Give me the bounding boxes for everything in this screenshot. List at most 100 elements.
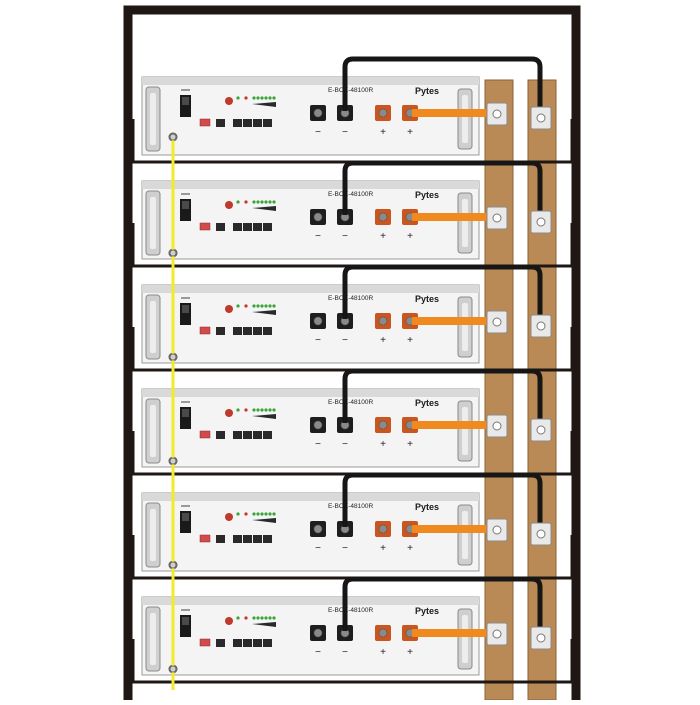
terminal-polarity-label: − [315,439,321,450]
terminal-polarity-label: − [315,335,321,346]
cabinet-frame [123,5,581,700]
dip-switch-icon [199,430,211,439]
terminal-bolt [378,316,388,326]
rack-handle-grip [462,303,468,351]
ground-connection-point [169,249,177,257]
switch-lever [182,305,189,313]
soc-wedge-icon [252,414,276,419]
switch-label-mark [181,89,190,91]
module-brand-label: Pytes [415,502,439,512]
busbar-lug-bolt [536,633,546,643]
switch-lever [182,97,189,105]
status-led-icon [252,304,256,308]
terminal-polarity-label: + [407,543,413,554]
busbar-lug-bolt [492,629,502,639]
status-led-icon [236,408,240,412]
busbar-negative [484,79,514,701]
busbar-lug-bolt [536,113,546,123]
negative-cable [342,160,543,215]
terminal-polarity-label: + [380,439,386,450]
reset-button-icon [225,305,233,313]
positive-link-bar [412,317,496,325]
rack-handle-grip [150,197,156,249]
module-model-label: E-BOX-48100R [328,399,373,406]
busbar-lug-bolt [492,213,502,223]
switch-lever [182,201,189,209]
ground-connection-point [169,457,177,465]
rj45-port-icon [233,327,242,335]
module-model-label: E-BOX-48100R [328,87,373,94]
status-led-icon [272,200,276,204]
module-top-strip [142,285,479,293]
status-led-icon [244,408,248,412]
status-led-icon [272,408,276,412]
switch-lever [182,513,189,521]
status-led-icon [256,200,260,204]
rack-handle-grip [462,95,468,143]
reset-button-icon [225,201,233,209]
soc-wedge-icon [252,206,276,211]
module-model-label: E-BOX-48100R [328,295,373,302]
status-led-icon [268,512,272,516]
status-led-icon [256,512,260,516]
rj45-port-icon [243,535,252,543]
module-model-label: E-BOX-48100R [328,503,373,510]
rack-handle-grip [462,615,468,663]
rack-handle-grip [462,511,468,559]
rj45-port-icon [233,431,242,439]
terminal-polarity-label: − [342,127,348,138]
soc-wedge-icon [252,518,276,523]
module-model-label: E-BOX-48100R [328,607,373,614]
terminal-bolt [378,524,388,534]
switch-lever [182,617,189,625]
busbar-lug-bolt [536,529,546,539]
status-led-icon [260,304,264,308]
rj45-port-icon [243,327,252,335]
power-switch-icon [180,303,191,325]
rack-handle-grip [150,509,156,561]
rj45-port-icon [216,431,225,439]
switch-label-mark [181,505,190,507]
module-brand-label: Pytes [415,294,439,304]
module-top-strip [142,77,479,85]
ground-connection-point [169,665,177,673]
status-led-icon [244,304,248,308]
rj45-port-icon [233,223,242,231]
rack-handle-grip [462,407,468,455]
rj45-port-icon [243,119,252,127]
status-led-icon [256,616,260,620]
terminal-bolt [378,108,388,118]
rj45-port-icon [263,535,272,543]
terminal-bolt [313,420,323,430]
status-led-icon [260,616,264,620]
status-led-icon [236,200,240,204]
terminal-bolt [313,212,323,222]
status-led-icon [268,96,272,100]
rj45-port-icon [263,327,272,335]
module-top-strip [142,181,479,189]
terminal-polarity-label: + [380,647,386,658]
terminal-bolt [313,628,323,638]
reset-button-icon [225,513,233,521]
terminal-polarity-label: − [342,647,348,658]
soc-wedge-icon [252,102,276,107]
rack-handle-grip [150,405,156,457]
positive-link-bar [412,629,496,637]
rack-handle-grip [150,301,156,353]
dip-switch-icon [199,222,211,231]
status-led-icon [252,408,256,412]
module-brand-label: Pytes [415,190,439,200]
busbar-lug-bolt [492,109,502,119]
rack-handle-grip [150,93,156,145]
terminal-polarity-label: − [342,231,348,242]
terminal-polarity-label: + [380,543,386,554]
rj45-port-icon [216,327,225,335]
status-led-icon [244,200,248,204]
rj45-port-icon [253,639,262,647]
rj45-port-icon [263,119,272,127]
terminal-polarity-label: + [407,231,413,242]
status-led-icon [236,512,240,516]
